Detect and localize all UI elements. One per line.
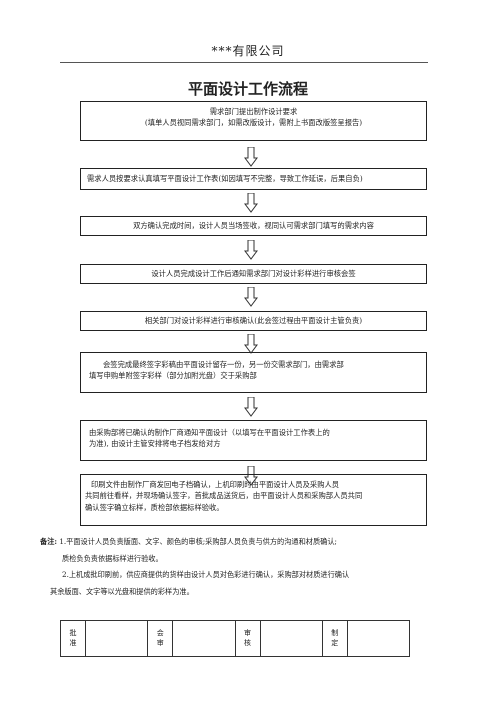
flow-step-8-line-2: 共同前往看样，并现场确认签字，首批成品送货后，由平面设计人员和采购部人员共同: [85, 491, 363, 501]
countersign-label: 会 审: [147, 620, 174, 657]
down-arrow-icon: [244, 193, 258, 213]
countersign-field[interactable]: [172, 620, 236, 657]
down-arrow-icon: [244, 466, 258, 486]
flow-step-1: 需求部门提出制作设计要求 (填单人员视同需求部门，如需改版设计，需附上书面改版签…: [80, 101, 427, 141]
note-item-2: 2.上机成批印刷前，供应商提供的货样由设计人员对色彩进行确认，采购部对材质进行确…: [62, 570, 350, 580]
page-title: 平面设计工作流程: [187, 80, 308, 98]
approve-label-char-2: 准: [69, 638, 77, 647]
note-item-2-cont: 其余版面、文字等以光盘和提供的彩样为准。: [50, 586, 194, 596]
flow-step-4-line-1: 设计人员完成设计工作后通知需求部门对设计彩样进行审核会签: [151, 269, 356, 278]
down-arrow-icon: [244, 334, 258, 354]
flow-step-8-line-3: 确认签字确立标样，质检部依据标样验收。: [85, 502, 224, 512]
down-arrow-icon: [244, 147, 258, 167]
flow-step-1-line-2: (填单人员视同需求部门，如需改版设计，需附上书面改版签呈报告): [144, 118, 363, 128]
note-item-1: 1.平面设计人员负责版面、文字、颜色的审核;采购部人员负责与供方的沟通和材质确认…: [59, 537, 337, 546]
prepare-label-char-1: 制: [331, 628, 339, 637]
note-item-1-cont: 质检负负责依据标样进行验收。: [62, 553, 163, 563]
flow-step-7-line-1: 由采购部将已确认的制作厂商通知平面设计（以填写在平面设计工作表上的: [89, 428, 330, 437]
prepare-label-char-2: 定: [331, 638, 339, 647]
countersign-label-char-2: 审: [156, 638, 164, 647]
review-label-char-1: 审: [244, 628, 251, 637]
prepare-field[interactable]: [346, 620, 411, 657]
review-field[interactable]: [259, 620, 323, 657]
notes-section: 备注: 1.平面设计人员负责版面、文字、颜色的审核;采购部人员负责与供方的沟通和…: [40, 534, 440, 600]
review-label: 审 核: [234, 620, 261, 657]
countersign-label-char-1: 会: [156, 628, 164, 637]
flow-step-5: 相关部门对设计彩样进行审核确认(此会签过程由平面设计主管负责): [80, 311, 427, 331]
header-divider: [60, 62, 428, 63]
flow-step-6-line-2: 填写申购单附签字彩样（部分加附光盘）交于采购部: [89, 371, 257, 381]
prepare-label: 制 定: [321, 620, 348, 657]
down-arrow-icon: [244, 397, 258, 417]
flow-step-8: 印刷文件由制作厂商发回电子档确认，上机印刷时由平面设计人员及采购人员 共同前往看…: [80, 474, 427, 526]
flow-step-7: 由采购部将已确认的制作厂商通知平面设计（以填写在平面设计工作表上的 为准), 由…: [80, 420, 427, 461]
approve-label-char-1: 批: [69, 628, 77, 637]
flow-step-5-line-1: 相关部门对设计彩样进行审核确认(此会签过程由平面设计主管负责): [144, 316, 363, 325]
flow-step-4: 设计人员完成设计工作后通知需求部门对设计彩样进行审核会签: [80, 264, 427, 284]
approve-field[interactable]: [84, 620, 149, 657]
review-label-char-2: 核: [244, 638, 251, 647]
flow-step-8-line-1: 印刷文件由制作厂商发回电子档确认，上机印刷时由平面设计人员及采购人员: [91, 480, 340, 489]
notes-label: 备注:: [40, 537, 58, 546]
company-name: ***有限公司: [211, 44, 285, 58]
flow-step-3-line-1: 双方确认完成时间，设计人员当场签收，视同认可需求部门填写的需求内容: [133, 221, 374, 230]
flow-step-6-line-1: 会签完成最终签字彩稿由平面设计留存一份，另一份交需求部门，由需求部: [103, 360, 344, 369]
flow-step-2: 需求人员按要求认真填写平面设计工作表(如因填写不完整，导致工作延误，后果自负): [80, 168, 427, 190]
flow-step-6: 会签完成最终签字彩稿由平面设计留存一份，另一份交需求部门，由需求部 填写申购单附…: [80, 352, 427, 393]
approve-label: 批 准: [60, 620, 86, 657]
down-arrow-icon: [244, 287, 258, 307]
flow-step-2-line-1: 需求人员按要求认真填写平面设计工作表(如因填写不完整，导致工作延误，后果自负): [87, 174, 363, 183]
signoff-table: 批 准 会 审 审 核 制 定: [60, 620, 411, 657]
flow-step-3: 双方确认完成时间，设计人员当场签收，视同认可需求部门填写的需求内容: [80, 216, 427, 236]
note-line-1: 备注: 1.平面设计人员负责版面、文字、颜色的审核;采购部人员负责与供方的沟通和…: [40, 534, 440, 551]
flow-step-1-line-1: 需求部门提出制作设计要求: [209, 107, 298, 116]
down-arrow-icon: [244, 240, 258, 260]
flow-step-7-line-2: 为准), 由设计主管安排将电子档发给对方: [89, 439, 221, 449]
